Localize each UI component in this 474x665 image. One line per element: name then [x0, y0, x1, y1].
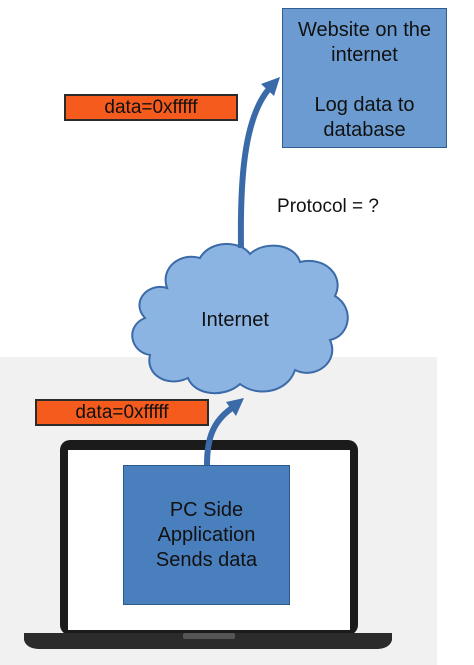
- laptop-trackpad-notch: [183, 633, 235, 639]
- cloud-label: Internet: [201, 309, 269, 331]
- app-box: [123, 465, 290, 605]
- website-title: Website on the internet: [297, 19, 432, 66]
- website-box: [282, 8, 447, 148]
- arrow-cloud-to-website: [237, 88, 271, 249]
- arrow-cloud-to-website-head: [261, 77, 280, 96]
- protocol-label: Protocol = ?: [277, 196, 379, 217]
- laptop-base: [24, 633, 392, 649]
- data-tag-bottom: data=0xfffff: [35, 399, 209, 426]
- data-tag-top: data=0xfffff: [64, 94, 238, 121]
- arrow-app-to-cloud-head: [226, 398, 244, 416]
- website-action: Log data to database: [314, 94, 415, 141]
- app-label: PC Side Application Sends data: [155, 499, 258, 571]
- arrows: [204, 77, 280, 466]
- internet-cloud: [131, 242, 349, 395]
- arrow-app-to-cloud: [204, 405, 234, 466]
